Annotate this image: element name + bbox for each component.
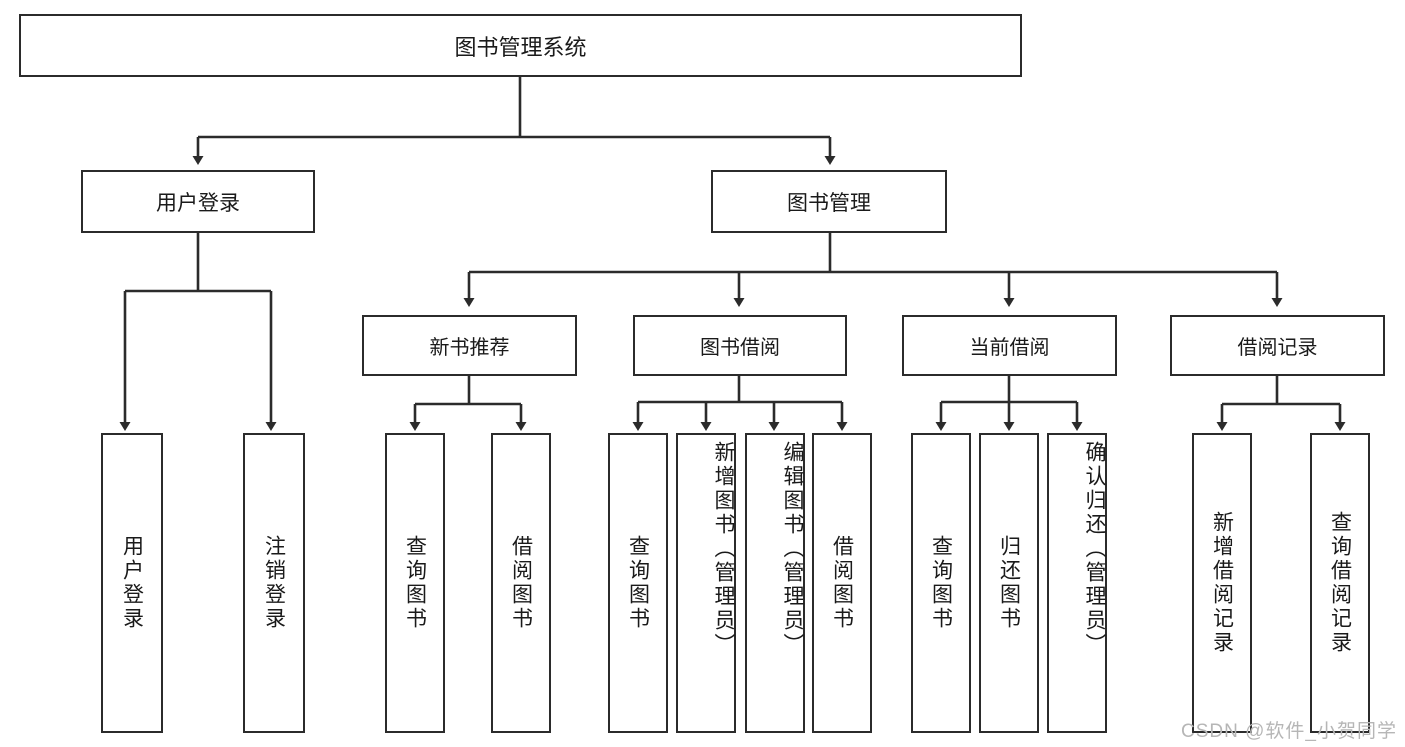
leaf-query-book-1-label: 查询图书 — [403, 535, 427, 631]
leaf-logout-label: 注销登录 — [262, 535, 286, 631]
leaf-edit-book[interactable]: 编辑图书（管理员） — [745, 433, 805, 733]
node-user-login[interactable]: 用户登录 — [81, 170, 315, 233]
watermark: CSDN @软件_小贺同学 — [1181, 721, 1397, 742]
node-book-borrow[interactable]: 图书借阅 — [633, 315, 847, 376]
leaf-query-book-1[interactable]: 查询图书 — [385, 433, 445, 733]
leaf-add-book-label: 新增图书（管理员） — [712, 441, 735, 657]
node-new-book-rec-label: 新书推荐 — [429, 337, 510, 359]
leaf-return-book-label: 归还图书 — [997, 535, 1021, 631]
node-current-borrow-label: 当前借阅 — [969, 337, 1050, 359]
node-user-login-label: 用户登录 — [156, 191, 240, 215]
leaf-add-record[interactable]: 新增借阅记录 — [1192, 433, 1252, 733]
node-book-manage[interactable]: 图书管理 — [711, 170, 947, 233]
node-borrow-record-label: 借阅记录 — [1237, 337, 1318, 359]
leaf-query-record[interactable]: 查询借阅记录 — [1310, 433, 1370, 733]
leaf-confirm-return[interactable]: 确认归还（管理员） — [1047, 433, 1107, 733]
leaf-query-book-3[interactable]: 查询图书 — [911, 433, 971, 733]
leaf-return-book[interactable]: 归还图书 — [979, 433, 1039, 733]
leaf-query-book-2[interactable]: 查询图书 — [608, 433, 668, 733]
leaf-borrow-book-2-label: 借阅图书 — [830, 535, 854, 631]
node-root-label: 图书管理系统 — [454, 34, 587, 60]
leaf-confirm-return-label: 确认归还（管理员） — [1083, 441, 1106, 657]
leaf-query-record-label: 查询借阅记录 — [1328, 511, 1352, 655]
leaf-query-book-3-label: 查询图书 — [929, 535, 953, 631]
leaf-logout[interactable]: 注销登录 — [243, 433, 305, 733]
node-current-borrow[interactable]: 当前借阅 — [902, 315, 1117, 376]
leaf-user-login-label: 用户登录 — [120, 535, 144, 631]
leaf-query-book-2-label: 查询图书 — [626, 535, 650, 631]
node-root[interactable]: 图书管理系统 — [19, 14, 1022, 77]
leaf-borrow-book-1[interactable]: 借阅图书 — [491, 433, 551, 733]
node-borrow-record[interactable]: 借阅记录 — [1170, 315, 1385, 376]
leaf-add-book[interactable]: 新增图书（管理员） — [676, 433, 736, 733]
leaf-user-login[interactable]: 用户登录 — [101, 433, 163, 733]
leaf-borrow-book-2[interactable]: 借阅图书 — [812, 433, 872, 733]
node-book-manage-label: 图书管理 — [787, 191, 871, 215]
node-book-borrow-label: 图书借阅 — [700, 337, 780, 359]
leaf-borrow-book-1-label: 借阅图书 — [509, 535, 533, 631]
node-new-book-rec[interactable]: 新书推荐 — [362, 315, 577, 376]
leaf-edit-book-label: 编辑图书（管理员） — [781, 441, 804, 657]
leaf-add-record-label: 新增借阅记录 — [1210, 511, 1234, 655]
